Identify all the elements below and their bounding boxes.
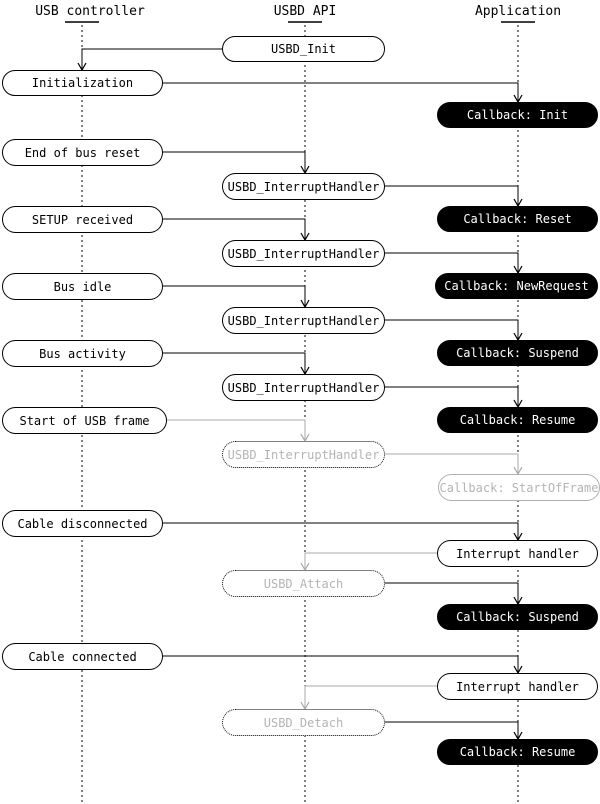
node-initialization: Initialization: [2, 70, 163, 96]
edge-ih3-to-cbsuspend: [385, 319, 519, 340]
edge-sof-to-ih5: [163, 419, 306, 441]
edge-ih1-to-cbreset: [385, 185, 519, 206]
node-interrupt-handler-app-1: Interrupt handler: [437, 540, 598, 567]
edge-ih2-to-cbnewrequest: [385, 252, 519, 273]
node-bus-idle: Bus idle: [2, 273, 163, 300]
edge-ih4-to-cbresume: [385, 386, 519, 407]
edge-busactivity-to-ih4: [163, 352, 306, 374]
edge-ih5-to-cbstartofframe: [385, 453, 519, 474]
node-interrupt-handler-4: USBD_InterruptHandler: [222, 374, 385, 401]
node-usbd-detach: USBD_Detach: [222, 709, 385, 736]
edge-cablecon-to-inthandler2: [163, 655, 519, 673]
node-callback-startofframe: Callback: StartOfFrame: [438, 474, 600, 501]
node-callback-resume-2: Callback: Resume: [437, 739, 598, 765]
edge-usbddetach-to-cbresume2: [385, 721, 519, 739]
node-bus-activity: Bus activity: [2, 340, 163, 367]
edge-usbdinit-to-initialization: [81, 48, 222, 70]
node-usbd-init: USBD_Init: [222, 36, 385, 62]
edge-busreset-to-ih1: [163, 151, 306, 173]
node-cable-disconnected: Cable disconnected: [2, 510, 163, 537]
node-callback-suspend-1: Callback: Suspend: [437, 340, 598, 366]
node-setup-received: SETUP received: [2, 206, 163, 233]
node-interrupt-handler-5: USBD_InterruptHandler: [222, 441, 385, 468]
node-callback-resume-1: Callback: Resume: [437, 407, 598, 433]
node-start-of-usb-frame: Start of USB frame: [2, 407, 167, 434]
node-callback-newrequest: Callback: NewRequest: [435, 273, 598, 299]
edge-initialization-to-cbinit: [163, 82, 519, 102]
edge-busidle-to-ih3: [163, 285, 306, 307]
node-callback-suspend-2: Callback: Suspend: [437, 604, 598, 630]
node-interrupt-handler-2: USBD_InterruptHandler: [222, 240, 385, 267]
edge-usbdattach-to-cbsuspend2: [385, 582, 519, 604]
node-callback-reset: Callback: Reset: [437, 206, 598, 232]
node-callback-init: Callback: Init: [437, 102, 598, 128]
edge-inthandler-to-usbdattach: [304, 552, 437, 570]
node-interrupt-handler-3: USBD_InterruptHandler: [222, 307, 385, 334]
node-cable-connected: Cable connected: [2, 643, 163, 670]
node-usbd-attach: USBD_Attach: [222, 570, 385, 597]
lane-application-label: Application: [474, 4, 562, 19]
edge-inthandler2-to-usbddetach: [304, 685, 437, 709]
edge-setup-to-ih2: [163, 218, 306, 240]
node-interrupt-handler-1: USBD_InterruptHandler: [222, 173, 385, 200]
node-interrupt-handler-app-2: Interrupt handler: [437, 673, 598, 700]
edge-cabledisc-to-inthandler: [163, 522, 519, 540]
lane-usb-controller-label: USB controller: [35, 4, 145, 19]
node-end-of-bus-reset: End of bus reset: [2, 139, 163, 166]
lane-usbd-api-label: USBD API: [273, 4, 337, 19]
